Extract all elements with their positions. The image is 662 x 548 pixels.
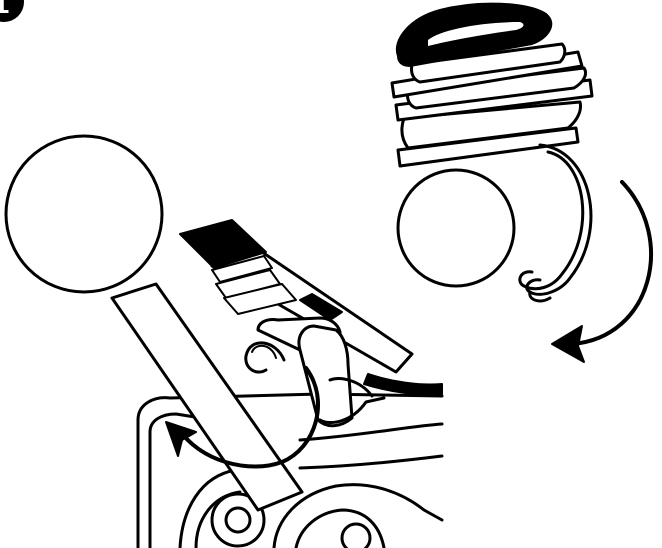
rod-cross-section <box>398 170 514 286</box>
handle-rod <box>112 284 302 510</box>
spring-clip <box>520 145 591 301</box>
main-assembly-view <box>6 136 442 548</box>
clip-detail-inset <box>392 4 651 362</box>
rotation-arrow-icon <box>552 182 651 362</box>
step-number-label: 1 <box>0 0 9 20</box>
ball-knob <box>6 136 162 292</box>
step-number-badge: 1 <box>0 0 24 22</box>
frame-bracket <box>138 394 442 548</box>
